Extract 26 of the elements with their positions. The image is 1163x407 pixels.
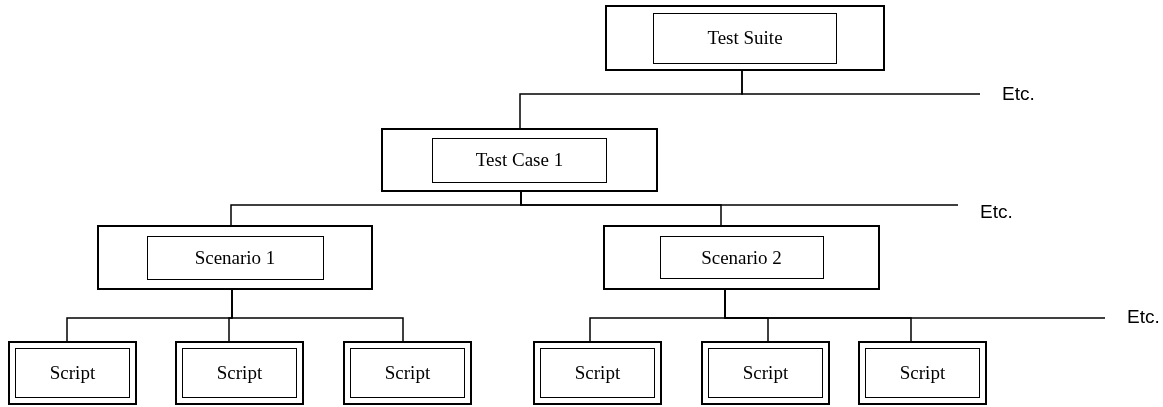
hierarchy-box [381, 128, 658, 192]
box-label: Script [865, 348, 980, 398]
box-label: Test Case 1 [432, 137, 607, 183]
hierarchy-box [603, 225, 880, 290]
hierarchy-box [701, 341, 830, 405]
connector-line [231, 289, 404, 342]
box-label: Scenario 1 [146, 235, 324, 280]
box-label: Script [708, 348, 823, 398]
box-label: Script [15, 348, 130, 398]
hierarchy-box [605, 5, 885, 71]
hierarchy-box [8, 341, 137, 405]
box-label: Script [540, 348, 655, 398]
box-label: Scenario 2 [659, 236, 824, 279]
hierarchy-box [175, 341, 304, 405]
etc-label: Etc. [958, 197, 1013, 227]
hierarchy-box [533, 341, 662, 405]
box-label: Test Suite [653, 12, 837, 64]
hierarchy-box [343, 341, 472, 405]
box-label: Script [182, 348, 297, 398]
connector-line [520, 191, 959, 206]
connector-line [741, 70, 981, 95]
etc-label: Etc. [980, 79, 1035, 109]
hierarchy-box [858, 341, 987, 405]
hierarchy-box [97, 225, 373, 290]
box-label: Script [350, 348, 465, 398]
etc-label: Etc. [1105, 302, 1160, 332]
